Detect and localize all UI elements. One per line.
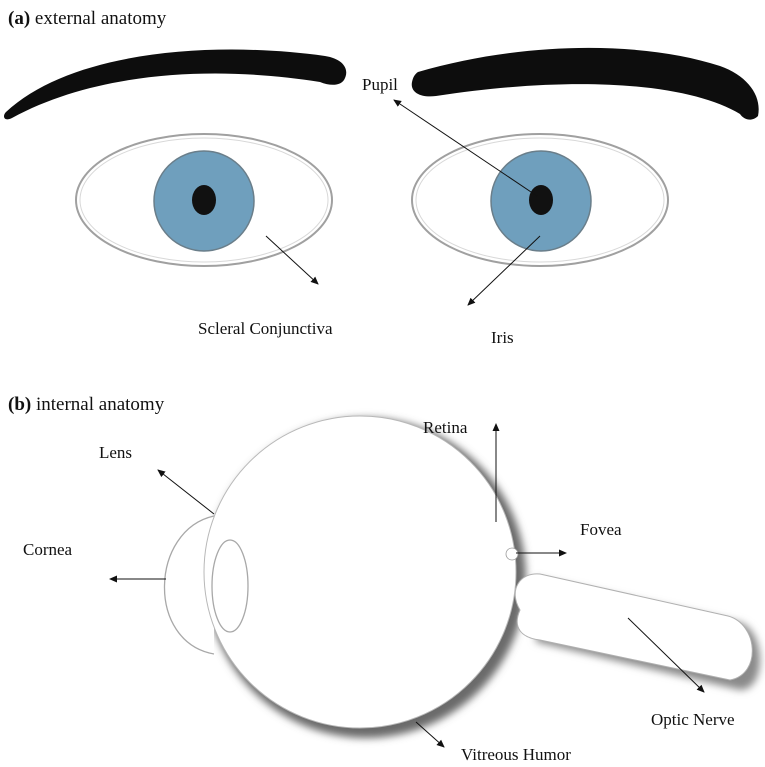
panel-a: (a) external anatomy Pupil Scleral Conju… [4, 8, 759, 347]
panel-b-title: internal anatomy [36, 394, 165, 415]
panel-b-heading: (b) internal anatomy [8, 394, 165, 415]
panel-a-title: external anatomy [35, 8, 167, 29]
right-eyebrow [412, 48, 759, 120]
vitreous-humor-label: Vitreous Humor [461, 745, 571, 764]
left-eyebrow [4, 50, 346, 120]
right-pupil [529, 185, 553, 215]
optic-nerve-label: Optic Nerve [651, 710, 735, 729]
panel-a-tag: (a) [8, 8, 30, 29]
panel-b: (b) internal anatomy Retina Lens Fovea C… [8, 394, 760, 764]
retina-label: Retina [423, 418, 468, 437]
left-pupil [192, 185, 216, 215]
scleral-conjunctiva-label: Scleral Conjunctiva [198, 319, 333, 338]
fovea [506, 548, 518, 560]
panel-a-heading: (a) external anatomy [8, 8, 167, 29]
fovea-label: Fovea [580, 520, 622, 539]
panel-b-tag: (b) [8, 394, 31, 415]
cornea-label: Cornea [23, 540, 73, 559]
iris-label: Iris [491, 328, 514, 347]
lens [212, 540, 248, 632]
lens-label: Lens [99, 443, 132, 462]
vitreous-humor-arrow [416, 722, 444, 747]
lens-arrow [158, 470, 214, 514]
vitreous-humor [210, 422, 510, 722]
pupil-label: Pupil [362, 75, 398, 94]
